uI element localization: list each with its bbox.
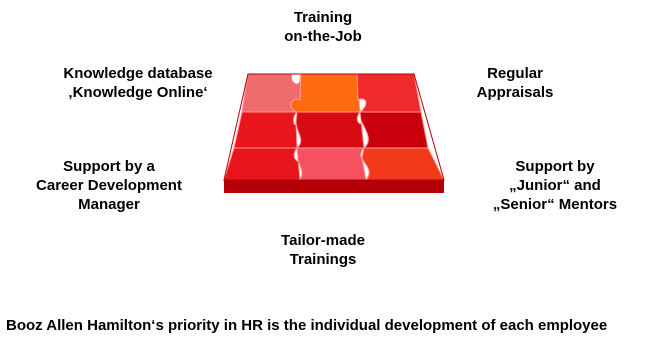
label-tailor-made-trainings: Tailor-made Trainings (248, 231, 398, 269)
label-line: Tailor-made (281, 232, 365, 249)
label-line: Trainings (289, 251, 357, 268)
puzzle-piece-bottom-right (361, 147, 445, 181)
label-line: Appraisals (476, 84, 554, 101)
label-knowledge-database: Knowledge database ‚Knowledge Online‘ (28, 64, 248, 102)
label-line: Regular (487, 65, 543, 82)
puzzle-outline (223, 73, 445, 181)
label-regular-appraisals: Regular Appraisals (450, 64, 580, 102)
label-line: Support by (515, 158, 595, 175)
puzzle-piece-top-right (356, 73, 422, 113)
label-training-on-the-job: Training on-the-Job (258, 8, 388, 46)
puzzle-piece-bottom-left (223, 147, 301, 181)
label-line: Manager (78, 196, 140, 213)
label-line: Support by a (63, 158, 155, 175)
puzzle-bottom-edge (224, 180, 444, 193)
footer-statement: Booz Allen Hamilton‘s priority in HR is … (6, 317, 608, 334)
puzzle-piece-top-center (290, 73, 361, 119)
puzzle-piece-mid-right (359, 111, 429, 149)
puzzle-piece-bottom-center (296, 147, 367, 181)
label-line: Knowledge database (63, 65, 213, 82)
label-line: ‚Knowledge Online‘ (68, 84, 208, 101)
label-line: Training (293, 9, 353, 26)
label-career-development-manager: Support by a Career Development Manager (4, 157, 214, 214)
label-line: Career Development (36, 177, 182, 194)
puzzle-piece-mid-left (233, 111, 299, 149)
label-mentors: Support by „Junior“ and „Senior“ Mentors (470, 157, 640, 214)
label-line: „Senior“ Mentors (492, 196, 618, 213)
label-line: „Junior“ and (509, 177, 601, 194)
puzzle-piece-mid-center (295, 111, 365, 149)
label-line: on-the-Job (284, 28, 362, 45)
